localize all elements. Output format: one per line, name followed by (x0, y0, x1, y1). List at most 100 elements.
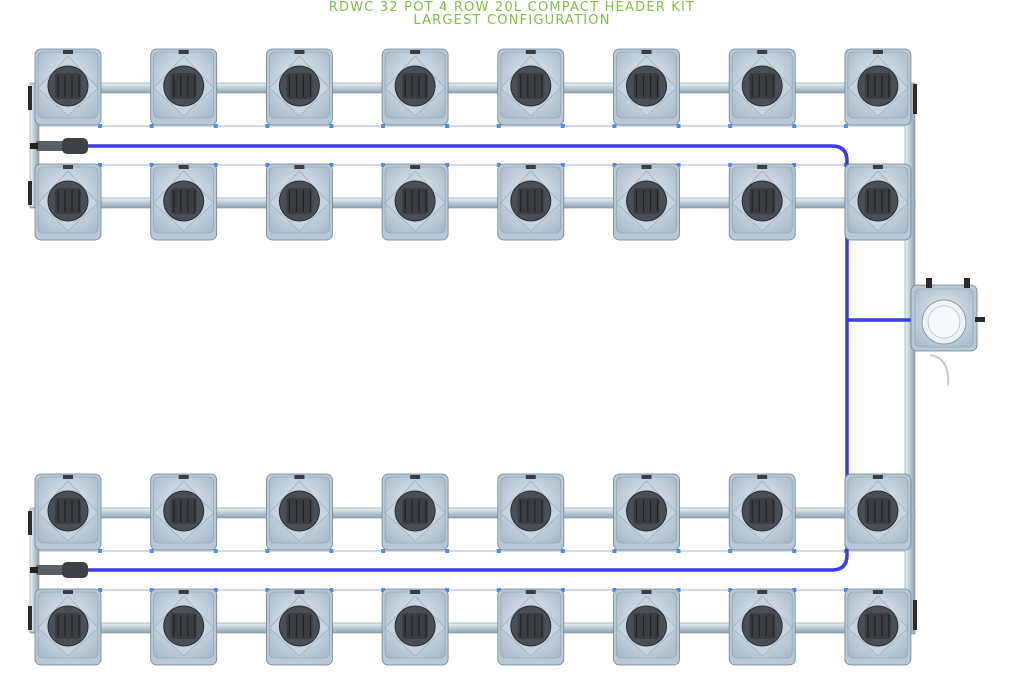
net-pot (517, 73, 544, 99)
connector-dot (445, 549, 450, 553)
connector-dot (329, 588, 334, 592)
net-pot (517, 613, 544, 639)
net-pot (286, 188, 313, 214)
net-pot (286, 613, 313, 639)
connector-dot (381, 163, 386, 167)
fitting-body (36, 141, 66, 151)
connector-dot (843, 124, 848, 128)
pots-layer (34, 48, 912, 666)
connector-dot (149, 549, 154, 553)
end-cap (913, 600, 917, 630)
connector-dot (728, 588, 733, 592)
header-tank-handle (964, 278, 970, 288)
fitting-nut (62, 138, 88, 154)
connector-dot (496, 549, 501, 553)
connector-dot (792, 588, 797, 592)
connector-dot (265, 549, 270, 553)
pot-icon (497, 163, 565, 241)
pot-clip (641, 590, 652, 594)
header-tank-layer (910, 278, 985, 386)
net-pot (55, 498, 81, 524)
pot-icon (381, 588, 449, 666)
connector-dot (149, 588, 154, 592)
connector-dot (265, 588, 270, 592)
connector-dot (98, 588, 102, 592)
pot-icon (728, 163, 796, 241)
pot-icon (613, 163, 680, 241)
pot-icon (613, 473, 680, 551)
net-pot (402, 73, 429, 99)
pot-clip (757, 50, 768, 54)
connector-dot (381, 588, 386, 592)
pot-clip (294, 590, 305, 594)
connector-dot (445, 124, 450, 128)
pot-clip (63, 475, 73, 479)
connector-dot (496, 163, 501, 167)
net-pot (633, 188, 660, 214)
pot-icon (844, 473, 912, 551)
pot-icon (34, 473, 102, 551)
net-pot (402, 188, 429, 214)
pot-clip (872, 165, 883, 169)
pot-clip (178, 475, 189, 479)
end-cap (28, 606, 32, 630)
connector-dot (329, 549, 334, 553)
end-cap (913, 84, 917, 114)
net-pot (170, 498, 197, 524)
pot-icon (381, 163, 449, 241)
title-line-1: RDWC 32 POT 4 ROW 20L COMPACT HEADER KIT (328, 0, 696, 15)
pot-clip (294, 475, 305, 479)
fitting-nut (62, 562, 88, 578)
pot-clip (525, 50, 536, 54)
connector-dot (98, 163, 102, 167)
pot-icon (150, 48, 218, 126)
pump-fitting-icon (30, 138, 88, 154)
connector-dot (676, 124, 681, 128)
connector-dot (265, 124, 270, 128)
pot-clip (641, 475, 652, 479)
net-pot (749, 498, 776, 524)
pot-icon (497, 588, 565, 666)
connector-dot (560, 163, 565, 167)
pot-icon (844, 588, 912, 666)
end-cap (28, 181, 32, 205)
pot-clip (525, 165, 536, 169)
pot-icon (613, 48, 680, 126)
pot-icon (265, 473, 333, 551)
connector-dot (496, 124, 501, 128)
connector-dot (792, 124, 797, 128)
connector-dot (728, 124, 733, 128)
pot-clip (410, 590, 421, 594)
connector-dot (213, 124, 218, 128)
pump-fitting-icon (30, 562, 88, 578)
connector-dot (213, 163, 218, 167)
pot-clip (641, 50, 652, 54)
pot-clip (294, 165, 305, 169)
net-pot (517, 498, 544, 524)
net-pot (633, 73, 660, 99)
end-cap (28, 511, 32, 535)
net-pot (55, 73, 81, 99)
pot-icon (497, 473, 565, 551)
pot-icon (844, 48, 912, 126)
connector-dot (445, 163, 450, 167)
connector-dot (612, 124, 617, 128)
connector-dot (612, 163, 617, 167)
title-line-2: LARGEST CONFIGURATION (413, 13, 611, 28)
pot-clip (757, 475, 768, 479)
fitting-tip (30, 143, 38, 149)
pot-icon (613, 588, 680, 666)
pot-icon (728, 48, 796, 126)
pot-clip (757, 165, 768, 169)
pot-icon (150, 473, 218, 551)
connector-dot (676, 588, 681, 592)
header-tank-overflow-hose (929, 354, 950, 386)
header-tank-handle (926, 278, 932, 288)
net-pot (286, 498, 313, 524)
connector-dot (213, 549, 218, 553)
pot-clip (178, 50, 189, 54)
net-pot (633, 498, 660, 524)
net-pot (749, 73, 776, 99)
pot-clip (872, 475, 883, 479)
pot-clip (641, 165, 652, 169)
